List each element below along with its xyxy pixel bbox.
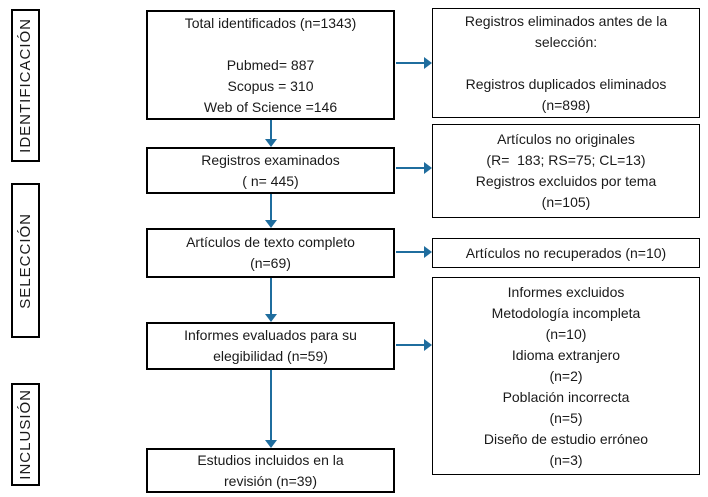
box-articulos-no-recuperados-text: Artículos no recuperados (n=10) xyxy=(465,244,667,261)
box-informes-excluidos: Informes excluidos Metodología incomplet… xyxy=(432,277,700,475)
box-registros-eliminados-text: Registros eliminados antes de la selecci… xyxy=(464,12,668,113)
stage-box-seleccion: SELECCIÓN xyxy=(11,183,40,338)
arrow-right-examinados-to-no-originales-icon xyxy=(396,162,432,174)
box-articulos-texto-completo-text: Artículos de texto completo (n=69) xyxy=(186,234,355,271)
arrow-right-total-to-eliminados-icon xyxy=(396,57,432,69)
box-total-identificados-text: Total identificados (n=1343) Pubmed= 887… xyxy=(184,14,357,115)
box-articulos-texto-completo: Artículos de texto completo (n=69) xyxy=(146,228,395,278)
box-informes-evaluados: Informes evaluados para su elegibilidad … xyxy=(146,322,395,370)
box-estudios-incluidos-text: Estudios incluidos en la revisión (n=39) xyxy=(197,451,344,489)
stage-label-identificacion: IDENTIFICACIÓN xyxy=(17,18,34,153)
stage-label-seleccion: SELECCIÓN xyxy=(17,212,34,309)
box-estudios-incluidos: Estudios incluidos en la revisión (n=39) xyxy=(146,448,395,493)
arrow-down-examinados-to-texto-completo-icon xyxy=(265,194,277,228)
box-articulos-no-originales-text: Artículos no originales (R= 183; RS=75; … xyxy=(475,131,657,210)
arrow-right-texto-completo-to-no-recuperados-icon xyxy=(396,246,432,258)
box-total-identificados: Total identificados (n=1343) Pubmed= 887… xyxy=(146,10,395,120)
stage-box-inclusion: INCLUSIÓN xyxy=(11,383,40,486)
arrow-down-texto-completo-to-evaluados-icon xyxy=(265,278,277,322)
box-articulos-no-originales: Artículos no originales (R= 183; RS=75; … xyxy=(432,124,700,218)
arrow-right-evaluados-to-excluidos-icon xyxy=(396,339,432,351)
box-informes-excluidos-text: Informes excluidos Metodología incomplet… xyxy=(483,283,649,468)
stage-box-identificacion: IDENTIFICACIÓN xyxy=(11,9,40,162)
arrow-down-total-to-examinados-icon xyxy=(265,120,277,147)
box-articulos-no-recuperados: Artículos no recuperados (n=10) xyxy=(432,238,700,268)
box-informes-evaluados-text: Informes evaluados para su elegibilidad … xyxy=(184,327,357,364)
arrow-down-evaluados-to-incluidos-icon xyxy=(265,370,277,448)
box-registros-eliminados: Registros eliminados antes de la selecci… xyxy=(432,8,700,118)
stage-label-inclusion: INCLUSIÓN xyxy=(17,389,34,480)
box-registros-examinados-text: Registros examinados ( n= 445) xyxy=(201,151,340,189)
box-registros-examinados: Registros examinados ( n= 445) xyxy=(146,147,395,194)
